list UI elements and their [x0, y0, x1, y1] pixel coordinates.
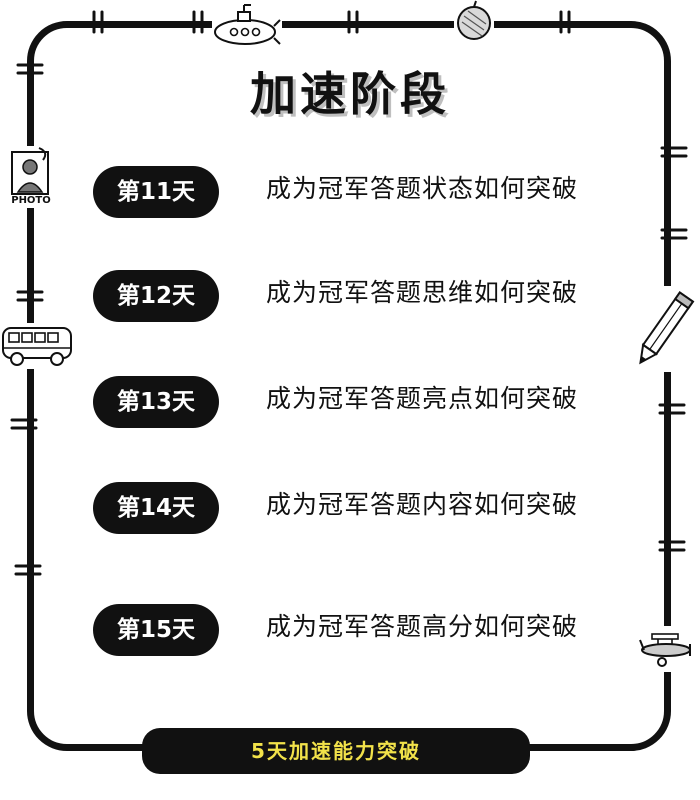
- page-title: 加速阶段: [250, 67, 450, 121]
- footer-caption: 5天加速能力突破: [251, 739, 421, 763]
- photo-icon: [9, 146, 53, 208]
- day-row-11: 第11天 成为冠军答题状态如何突破: [0, 166, 700, 218]
- day-badge: 第12天: [93, 270, 219, 322]
- day-badge: 第11天: [93, 166, 219, 218]
- day-row-13: 第13天 成为冠军答题亮点如何突破: [0, 376, 700, 428]
- day-badge: 第14天: [93, 482, 219, 534]
- day-topic: 成为冠军答题内容如何突破: [266, 490, 579, 519]
- day-badge: 第13天: [93, 376, 219, 428]
- day-topic: 成为冠军答题状态如何突破: [266, 174, 579, 203]
- day-topic: 成为冠军答题思维如何突破: [266, 278, 579, 307]
- apple-icon: [454, 0, 494, 42]
- submarine-icon: [212, 2, 282, 48]
- bus-icon: [0, 323, 76, 369]
- day-topic: 成为冠军答题亮点如何突破: [266, 384, 579, 413]
- day-row-15: 第15天 成为冠军答题高分如何突破: [0, 604, 700, 656]
- airplane-icon: [632, 626, 696, 672]
- day-topic: 成为冠军答题高分如何突破: [266, 612, 579, 641]
- day-row-12: 第12天 成为冠军答题思维如何突破: [0, 270, 700, 322]
- pencil-icon: [632, 286, 696, 372]
- footer-band: [142, 728, 530, 774]
- day-row-14: 第14天 成为冠军答题内容如何突破: [0, 482, 700, 534]
- photo-label: PHOTO: [11, 195, 51, 206]
- day-badge: 第15天: [93, 604, 219, 656]
